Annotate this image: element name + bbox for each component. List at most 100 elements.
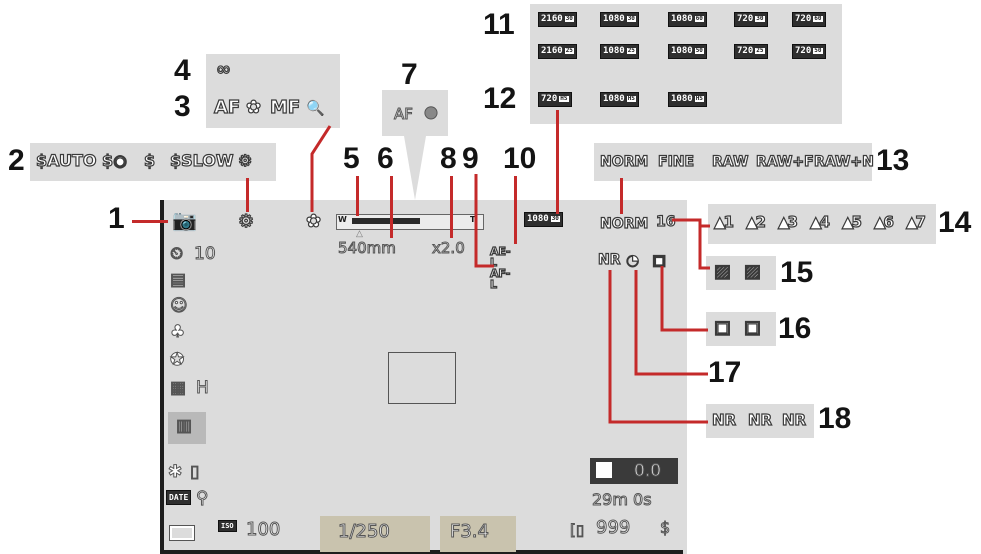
- leader-6: [390, 176, 393, 238]
- image-size-icon-4: ▲4: [809, 212, 830, 231]
- zoom-t-label: T: [470, 215, 476, 224]
- callout-11: 11: [483, 8, 515, 41]
- panel16-icon-a: ▣: [713, 317, 732, 338]
- continuous-shooting-icon: ▤: [169, 270, 187, 291]
- camera-screen: [160, 200, 687, 554]
- leader-12: [556, 110, 559, 214]
- flash-ready-icon: $: [659, 518, 671, 538]
- panel16-icon-b: ▣: [743, 317, 762, 338]
- movie-option-1-4-main: 720: [795, 46, 812, 56]
- zoom-w-label: W: [338, 215, 347, 224]
- flash-redeye-icon: $◉: [101, 150, 128, 170]
- callout-10: 10: [503, 142, 537, 175]
- flash-fill-icon: $: [143, 150, 156, 170]
- nr-icon-c: NR: [781, 410, 807, 429]
- autofocus-icon: AF: [213, 97, 241, 118]
- nr-status-icon: NR: [597, 251, 621, 268]
- image-quality-panel: [594, 143, 872, 181]
- picture-control-box: [168, 412, 206, 444]
- flash-off-icon: ⚙: [237, 150, 253, 170]
- zoom-memory-icon: 🔍: [305, 98, 325, 117]
- movie-option-1-2-main: 1080: [671, 46, 693, 56]
- hs-option-2-main: 1080: [671, 94, 693, 104]
- callout-4: 4: [174, 54, 191, 87]
- callout-15: 15: [780, 256, 814, 289]
- leader-1: [132, 220, 168, 223]
- pet-detect-icon: ♣: [169, 322, 186, 343]
- movie-option-1-1-main: 1080: [603, 46, 625, 56]
- panel-16: [706, 312, 776, 346]
- wifi-icon: ▯: [189, 462, 200, 483]
- callout-6: 6: [377, 142, 394, 175]
- callout-9: 9: [462, 142, 479, 175]
- image-size-icon-5: ▲5: [841, 212, 862, 231]
- ev-value: 0.0: [633, 461, 662, 482]
- quality-status-icon: NORM: [599, 215, 649, 232]
- image-size-icon-6: ▲6: [873, 212, 894, 231]
- shutter-speed: 1/250: [338, 521, 391, 542]
- focus-mode-panel: [206, 54, 340, 128]
- callout-16: 16: [778, 312, 812, 345]
- focus-macro-status-icon: ✿: [305, 211, 322, 232]
- af-dot-icon: ●: [424, 102, 439, 122]
- iso-value: 100: [245, 519, 281, 540]
- quality-fine-icon: FINE: [657, 153, 695, 170]
- movie-option-1-3-rate: 25: [755, 46, 765, 54]
- movie-option-1-4-rate: 50: [813, 46, 823, 54]
- callout-13: 13: [876, 144, 910, 177]
- aperture-box: [440, 516, 516, 552]
- af-indicator-panel: [382, 90, 448, 136]
- leader-8: [450, 176, 453, 238]
- location-icon: ⚲: [195, 488, 209, 509]
- movie-option-1-2-rate: 50: [694, 46, 704, 54]
- shutter-box: [320, 516, 430, 552]
- callout-14: 14: [938, 206, 972, 239]
- movie-option-0-3-rate: 30: [755, 14, 765, 22]
- bluetooth-icon: ✱: [167, 462, 183, 483]
- af-pointer: [404, 136, 426, 200]
- camera-mode-icon: 📷: [172, 208, 198, 232]
- self-timer-icon: ⏲: [169, 244, 184, 265]
- quality-raw-fine-icon: RAW+F: [755, 153, 814, 170]
- callout-18: 18: [818, 402, 852, 435]
- leader-9: [474, 174, 494, 268]
- focal-length-readout: 540mm: [338, 239, 397, 258]
- shots-remaining: 999: [595, 517, 631, 538]
- infinity-icon: ∞: [215, 59, 231, 80]
- quality-norm-icon: NORM: [599, 153, 649, 170]
- panel15-icon-b: ▨: [743, 261, 762, 282]
- flash-mode-panel: [30, 143, 276, 181]
- memory-icon: [▯: [569, 521, 585, 540]
- image-size-icon-2: ▲2: [745, 212, 766, 231]
- aperture-value: F3.4: [450, 521, 490, 542]
- hs-option-1-rate: HS: [626, 94, 636, 102]
- panel-15: [706, 256, 776, 290]
- leader-5: [356, 176, 359, 216]
- vr-icon: ✪: [169, 350, 185, 371]
- nr-icon-b: NR: [747, 410, 773, 429]
- movie-option-0-2-rate: 60: [694, 14, 704, 22]
- exposure-comp-icon: [596, 462, 612, 478]
- callout-7: 7: [401, 58, 418, 91]
- focus-area-frame: [388, 352, 456, 404]
- af-label: AF: [394, 105, 414, 124]
- iso-badge: ISO: [218, 520, 237, 532]
- image-size-icon-1: ▲1: [713, 212, 734, 231]
- nr-icon-a: NR: [711, 410, 737, 429]
- leader-13: [620, 178, 623, 214]
- picture-control-value: H: [196, 378, 210, 399]
- movie-option-0-1-main: 1080: [603, 14, 625, 24]
- hand-shake-icon: ▦: [169, 378, 187, 399]
- leader-3: [310, 125, 332, 212]
- hs-option-1-main: 1080: [603, 94, 625, 104]
- image-size-icon-3: ▲3: [777, 212, 798, 231]
- movie-option-1-0-rate: 25: [564, 46, 574, 54]
- flash-status-icon: ⚙: [237, 211, 255, 232]
